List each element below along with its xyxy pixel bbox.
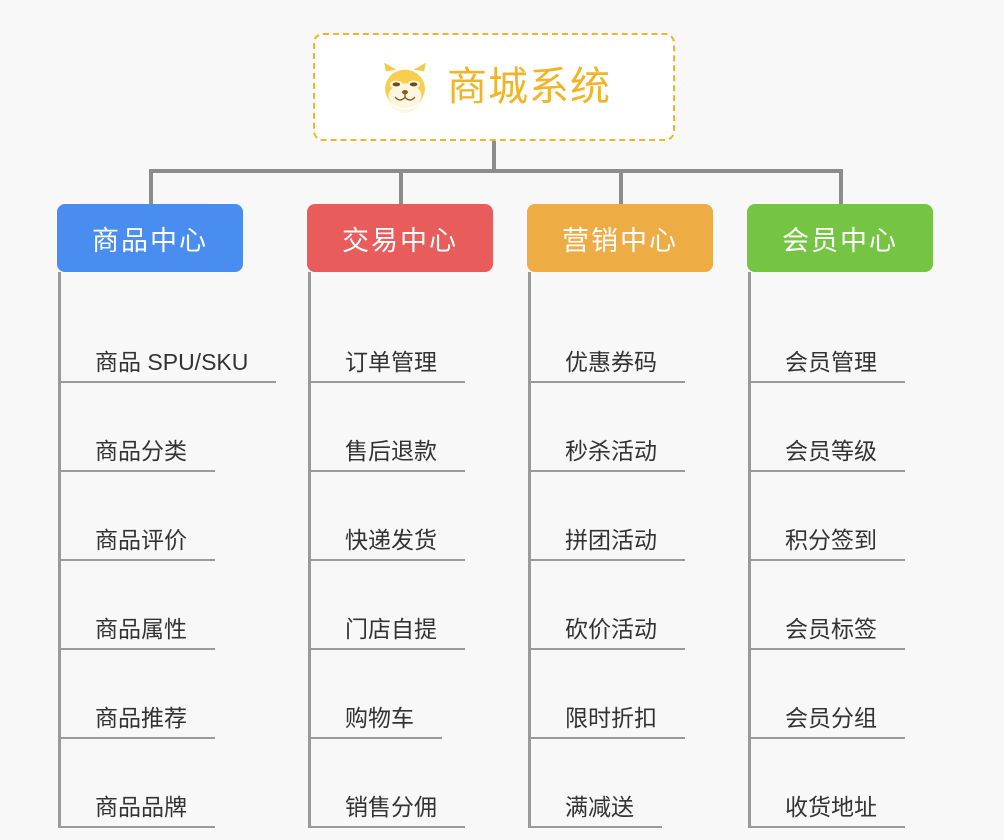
category-header-marketing-center[interactable]: 营销中心 — [527, 204, 713, 272]
list-item[interactable]: 满减送 — [531, 739, 713, 828]
list-item[interactable]: 商品品牌 — [61, 739, 243, 828]
column-member-center: 会员中心 会员管理 会员等级 积分签到 会员标签 会员分组 — [747, 204, 933, 828]
list-item[interactable]: 商品推荐 — [61, 650, 243, 739]
list-item-label: 秒杀活动 — [565, 438, 685, 472]
list-item-label: 销售分佣 — [345, 794, 465, 828]
list-item-label: 售后退款 — [345, 438, 465, 472]
leaf-rule — [751, 737, 785, 739]
leaf-rule — [311, 826, 345, 828]
root-title: 商城系统 — [447, 65, 611, 109]
list-item[interactable]: 商品属性 — [61, 561, 243, 650]
leaf-rule — [751, 381, 785, 383]
leaf-list-member-center: 会员管理 会员等级 积分签到 会员标签 会员分组 收货地址 — [748, 272, 933, 828]
list-item[interactable]: 会员等级 — [751, 383, 933, 472]
list-item[interactable]: 销售分佣 — [311, 739, 493, 828]
list-item[interactable]: 会员分组 — [751, 650, 933, 739]
category-label: 交易中心 — [342, 225, 458, 256]
category-header-product-center[interactable]: 商品中心 — [57, 204, 243, 272]
list-item-label: 商品品牌 — [95, 794, 215, 828]
list-item-label: 购物车 — [345, 705, 442, 739]
leaf-rule — [61, 470, 95, 472]
list-item[interactable]: 会员管理 — [751, 294, 933, 383]
connector-drop-trade-center — [399, 169, 403, 206]
list-item[interactable]: 积分签到 — [751, 472, 933, 561]
list-item[interactable]: 秒杀活动 — [531, 383, 713, 472]
list-item[interactable]: 商品分类 — [61, 383, 243, 472]
list-item-label: 订单管理 — [345, 349, 465, 383]
connector-drop-member-center — [839, 169, 843, 206]
leaf-rule — [531, 648, 565, 650]
list-item-label: 会员标签 — [785, 616, 905, 650]
list-item-label: 商品属性 — [95, 616, 215, 650]
column-trade-center: 交易中心 订单管理 售后退款 快递发货 门店自提 购物车 — [307, 204, 493, 828]
leaf-rule — [61, 826, 95, 828]
leaf-rule — [751, 648, 785, 650]
list-item-label: 拼团活动 — [565, 527, 685, 561]
list-item[interactable]: 优惠券码 — [531, 294, 713, 383]
list-item-label: 满减送 — [565, 794, 662, 828]
connector-drop-marketing-center — [619, 169, 623, 206]
list-item-label: 会员等级 — [785, 438, 905, 472]
leaf-rule — [531, 470, 565, 472]
leaf-rule — [311, 559, 345, 561]
connector-drop-product-center — [149, 169, 153, 206]
leaf-list-trade-center: 订单管理 售后退款 快递发货 门店自提 购物车 销售分佣 — [308, 272, 493, 828]
list-item[interactable]: 门店自提 — [311, 561, 493, 650]
leaf-rule — [61, 559, 95, 561]
category-label: 营销中心 — [562, 225, 678, 256]
list-item[interactable]: 会员标签 — [751, 561, 933, 650]
list-item[interactable]: 购物车 — [311, 650, 493, 739]
shiba-dog-face-icon — [377, 61, 433, 113]
leaf-rule — [311, 470, 345, 472]
category-header-trade-center[interactable]: 交易中心 — [307, 204, 493, 272]
column-product-center: 商品中心 商品 SPU/SKU 商品分类 商品评价 商品属性 商品推荐 — [57, 204, 277, 828]
leaf-rule — [61, 381, 95, 383]
list-item-label: 商品评价 — [95, 527, 215, 561]
leaf-rule — [311, 381, 345, 383]
column-marketing-center: 营销中心 优惠券码 秒杀活动 拼团活动 砍价活动 限时折扣 — [527, 204, 713, 828]
list-item[interactable]: 收货地址 — [751, 739, 933, 828]
list-item-label: 商品分类 — [95, 438, 215, 472]
list-item-label: 砍价活动 — [565, 616, 685, 650]
leaf-rule — [531, 559, 565, 561]
root-node-mall-system[interactable]: 商城系统 — [313, 33, 675, 141]
leaf-rule — [531, 826, 565, 828]
leaf-rule — [751, 559, 785, 561]
list-item[interactable]: 拼团活动 — [531, 472, 713, 561]
leaf-rule — [61, 737, 95, 739]
list-item-label: 商品推荐 — [95, 705, 215, 739]
list-item[interactable]: 订单管理 — [311, 294, 493, 383]
list-item[interactable]: 商品 SPU/SKU — [61, 294, 277, 383]
leaf-rule — [531, 737, 565, 739]
leaf-rule — [61, 648, 95, 650]
list-item[interactable]: 限时折扣 — [531, 650, 713, 739]
leaf-rule — [751, 470, 785, 472]
list-item[interactable]: 售后退款 — [311, 383, 493, 472]
category-label: 会员中心 — [782, 225, 898, 256]
leaf-rule — [311, 648, 345, 650]
category-header-member-center[interactable]: 会员中心 — [747, 204, 933, 272]
category-label: 商品中心 — [92, 225, 208, 256]
connector-root-stem — [492, 141, 496, 171]
list-item-label: 商品 SPU/SKU — [95, 349, 277, 383]
list-item-label: 会员分组 — [785, 705, 905, 739]
list-item-label: 门店自提 — [345, 616, 465, 650]
list-item-label: 快递发货 — [345, 527, 465, 561]
list-item[interactable]: 商品评价 — [61, 472, 243, 561]
list-item[interactable]: 砍价活动 — [531, 561, 713, 650]
list-item-label: 收货地址 — [785, 794, 905, 828]
leaf-list-product-center: 商品 SPU/SKU 商品分类 商品评价 商品属性 商品推荐 商品品牌 — [58, 272, 277, 828]
list-item-label: 会员管理 — [785, 349, 905, 383]
leaf-rule — [531, 381, 565, 383]
leaf-rule — [311, 737, 345, 739]
leaf-list-marketing-center: 优惠券码 秒杀活动 拼团活动 砍价活动 限时折扣 满减送 — [528, 272, 713, 828]
list-item[interactable]: 快递发货 — [311, 472, 493, 561]
leaf-rule — [751, 826, 785, 828]
list-item-label: 优惠券码 — [565, 349, 685, 383]
list-item-label: 积分签到 — [785, 527, 905, 561]
list-item-label: 限时折扣 — [565, 705, 685, 739]
connector-horizontal-bus — [149, 169, 843, 173]
